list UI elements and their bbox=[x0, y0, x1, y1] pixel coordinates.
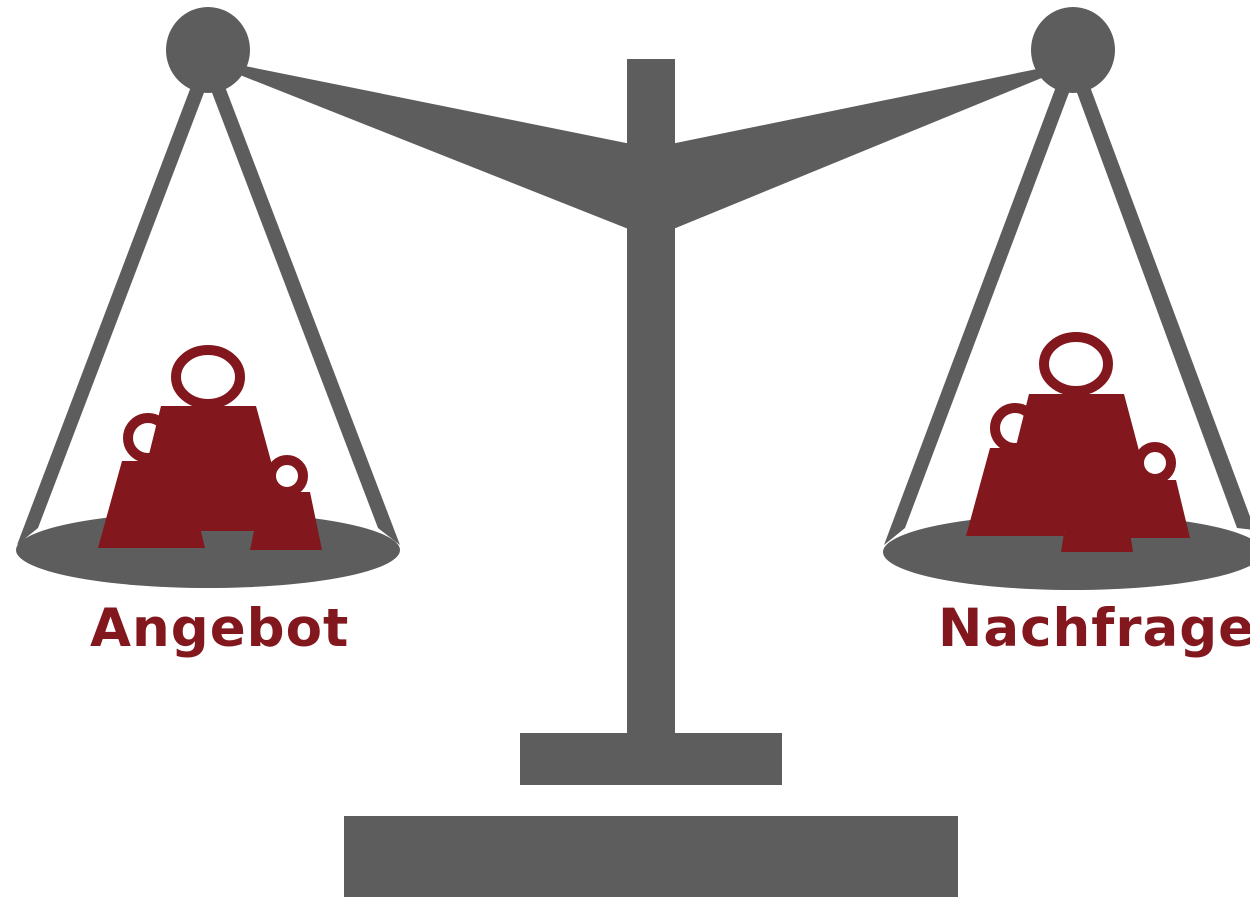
left-pan-string-inner bbox=[211, 84, 400, 545]
weight-large bbox=[995, 394, 1160, 530]
weight-ring-large bbox=[171, 345, 245, 409]
weight-large-foot bbox=[1061, 520, 1133, 552]
nachfrage-label: Nachfrage bbox=[938, 598, 1250, 659]
weight-large bbox=[130, 406, 290, 531]
right-pan-string-outer bbox=[884, 84, 1070, 545]
scale-beam-right bbox=[666, 69, 1044, 232]
weight-ring-large bbox=[1039, 332, 1113, 396]
right-weights-icon bbox=[966, 332, 1190, 552]
angebot-label: Angebot bbox=[90, 598, 350, 659]
left-weights-icon bbox=[98, 345, 322, 550]
right-pan-string-inner bbox=[1076, 84, 1250, 530]
left-pan bbox=[16, 7, 400, 588]
scale-beam-left bbox=[240, 66, 636, 232]
right-pivot-knob bbox=[1031, 7, 1115, 93]
scale-base bbox=[344, 816, 958, 897]
left-pan-string-outer bbox=[17, 84, 205, 545]
scale-foot bbox=[520, 733, 782, 785]
left-pivot-knob bbox=[166, 7, 250, 93]
